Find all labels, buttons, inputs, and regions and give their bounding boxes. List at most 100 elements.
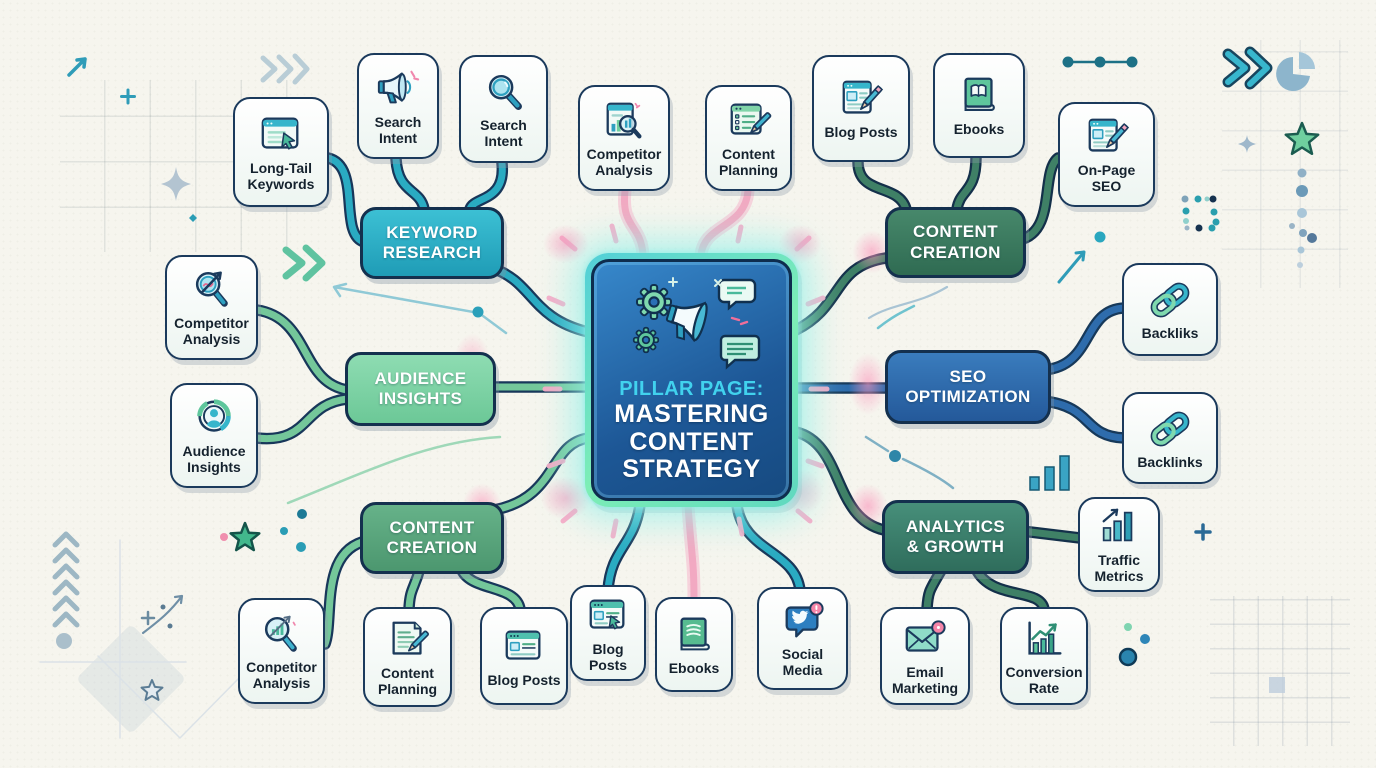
megaphone-icon	[375, 66, 421, 112]
browser-window-icon	[501, 624, 547, 670]
bar-chart-arrow-icon	[1096, 504, 1142, 550]
center-title-line2: CONTENT	[629, 427, 754, 456]
card-competitor-analysis-top: Competitor Analysis	[578, 85, 670, 191]
card-on-page-seo: On-Page SEO	[1058, 102, 1155, 207]
card-label: Blog Posts	[588, 640, 628, 673]
pillar-page-center-node: PILLAR PAGE: MASTERING CONTENT STRATEGY	[585, 253, 798, 507]
star-green-left-icon	[229, 521, 261, 552]
card-label: Long-Tail Keywords	[247, 159, 315, 192]
book-icon	[956, 73, 1002, 119]
edge-audience-card-to-audience	[251, 393, 353, 445]
doc-chart-magnifier-icon	[601, 98, 647, 144]
dot-decorations	[56, 56, 1317, 667]
edge-blog-posts-tr-to-ccr	[852, 156, 912, 215]
card-label: Backliks	[1141, 325, 1199, 342]
card-long-tail-keywords: Long-Tail Keywords	[233, 97, 329, 207]
card-label: Audience Insights	[182, 443, 246, 475]
edge-content-planning-top-to-center	[694, 184, 755, 262]
chart-up-arrow-icon	[1021, 616, 1067, 662]
edge-long-tail-to-keyword-research	[322, 152, 370, 248]
link-icon	[1147, 406, 1193, 452]
edge-center-to-content-creation-left	[488, 432, 594, 516]
card-label: Search Intent	[374, 113, 422, 146]
hub-label-line: CONTENT	[389, 517, 475, 537]
link-icon	[1147, 277, 1193, 323]
book-green-icon	[671, 612, 717, 658]
megaphone-gears-icon	[632, 277, 760, 370]
card-label: Competitor Analysis	[174, 315, 249, 347]
edge-ccl-to-content-planning	[403, 562, 426, 615]
grid-filled-cell	[1269, 677, 1285, 693]
edge-center-to-social	[731, 499, 806, 596]
hub-label-line: OPTIMIZATION	[905, 387, 1031, 406]
edge-seo-to-backliks	[1038, 302, 1130, 376]
magnifier-chart-icon	[259, 611, 305, 657]
hub-label-line: SEO	[949, 366, 987, 386]
edge-competitor-left-to-audience	[251, 304, 353, 396]
chevrons-green-icon	[282, 244, 326, 282]
hub-label-line: CREATION	[386, 538, 478, 557]
hub-label-line: ANALYTICS	[905, 516, 1006, 536]
edge-analytics-to-traffic	[1016, 525, 1086, 544]
center-title-line1: MASTERING	[614, 400, 769, 428]
card-label: Traffic Metrics	[1094, 552, 1144, 584]
card-email-marketing: Email Marketing	[880, 607, 970, 705]
doc-pencil-icon	[1084, 114, 1130, 160]
edge-ebooks-tr-to-ccr	[951, 152, 982, 215]
card-label: Blog Posts	[824, 124, 898, 141]
card-label: Competitor Analysis	[586, 145, 662, 178]
connector-lines	[251, 152, 1130, 650]
card-conpetitor-analysis-bottom: Conpetitor Analysis	[238, 598, 325, 704]
card-blog-posts-bottom-left: Blog Posts	[480, 607, 568, 705]
diamond-tiny-icon	[189, 214, 197, 222]
edge-center-to-ebooks-b	[681, 498, 701, 607]
card-label: Social Media	[781, 646, 824, 678]
card-search-intent-2: Search Intent	[459, 55, 548, 163]
chevrons-light-icon	[260, 53, 310, 85]
card-backliks: Backliks	[1122, 263, 1218, 356]
center-title-line3: STRATEGY	[622, 455, 761, 483]
star-green-right-icon	[1284, 121, 1320, 156]
card-social-media: Social Media	[757, 587, 848, 690]
hub-label-line: CREATION	[910, 242, 1001, 262]
card-audience-insights-left: Audience Insights	[170, 383, 258, 488]
hub-label-line: RESEARCH	[382, 243, 482, 262]
person-circle-icon	[191, 395, 237, 441]
edge-ccl-to-blog-posts	[455, 562, 526, 615]
hub-label-line: CONTENT	[913, 222, 998, 242]
card-content-planning-bottom: Content Planning	[363, 607, 452, 707]
card-label: On-Page SEO	[1077, 162, 1136, 194]
edge-seo-to-backlinks	[1038, 395, 1130, 444]
doc-pencil-green-icon	[385, 617, 431, 663]
chevrons-up-column	[52, 531, 80, 628]
hub-label-line: AUDIENCE	[374, 368, 467, 388]
sparkle-big-icon	[161, 167, 191, 201]
card-blog-posts-bottom-center: Blog Posts	[570, 585, 646, 681]
card-competitor-analysis-left: Competitor Analysis	[165, 255, 258, 360]
card-traffic-metrics: Traffic Metrics	[1078, 497, 1160, 592]
sparkle-small-icon	[1238, 135, 1256, 153]
card-label: Conversion Rate	[1005, 663, 1083, 696]
hub-label-line: & GROWTH	[906, 537, 1005, 556]
card-ebooks-bottom: Ebooks	[655, 597, 733, 692]
card-blog-posts-top-right: Blog Posts	[812, 55, 910, 162]
card-label: Email Marketing	[891, 663, 959, 696]
card-label: Ebooks	[668, 660, 720, 677]
edge-keyword-research-to-center	[486, 262, 594, 338]
star-outline-icon	[140, 679, 164, 701]
edge-ccr-to-center	[790, 252, 892, 336]
browser-cursor-small-icon	[585, 593, 631, 639]
card-label: Conpetitor Analysis	[246, 658, 317, 691]
edge-ccr-to-onpage-seo	[1013, 152, 1064, 246]
chevrons-teal-icon	[1222, 46, 1273, 90]
edge-center-to-blog-posts-bc	[602, 499, 646, 596]
doc-pencil-icon	[838, 76, 884, 122]
edge-competitor-top-to-center	[617, 184, 650, 262]
card-content-planning-top: Content Planning	[705, 85, 792, 191]
pie-chart-icon	[1276, 52, 1315, 91]
card-backlinks: Backlinks	[1122, 392, 1218, 484]
